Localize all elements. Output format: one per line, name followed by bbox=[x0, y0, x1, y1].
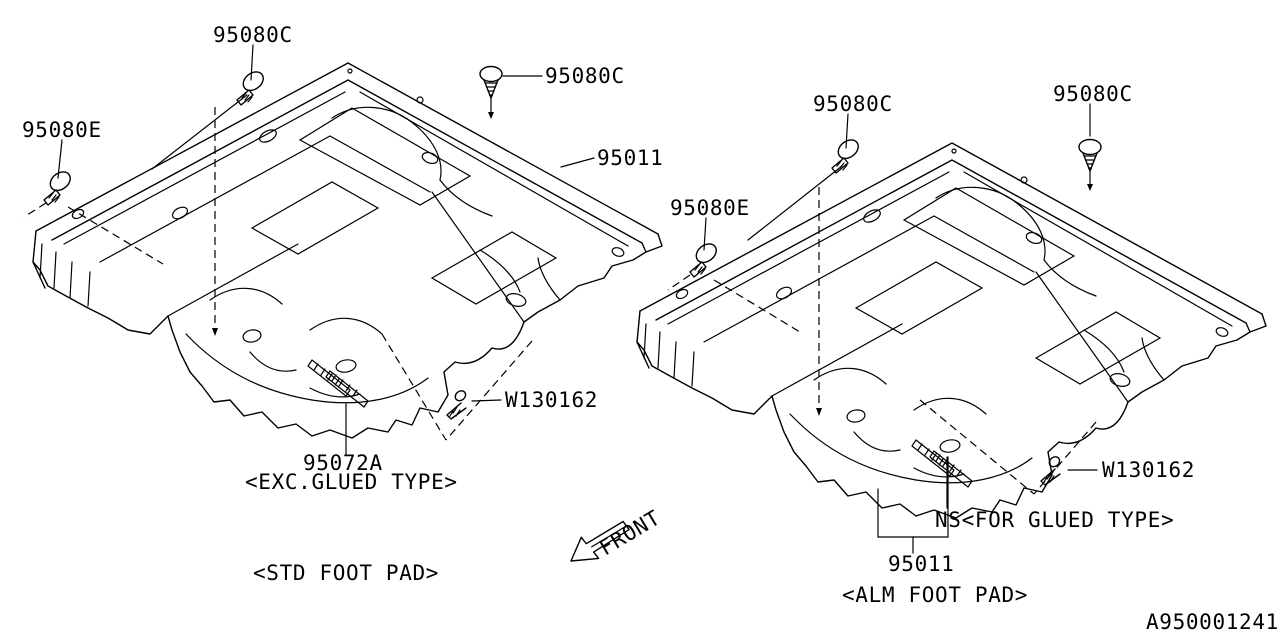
front-arrow-inner-line bbox=[591, 526, 625, 548]
leader-line bbox=[845, 113, 849, 149]
hidden-line bbox=[919, 399, 1097, 495]
part-note-for-glued: NS<FOR GLUED TYPE> bbox=[935, 508, 1174, 532]
leader-line bbox=[471, 399, 502, 402]
part-label-carpet: 95011 bbox=[888, 552, 954, 576]
leader-arrowhead bbox=[816, 408, 822, 416]
part-label-clip-upper-left: 95080C bbox=[813, 92, 893, 116]
part-label-screw: W130162 bbox=[1102, 458, 1195, 482]
part-label-clip-left: 95080E bbox=[670, 196, 750, 220]
part-label-hook: 95072A bbox=[303, 451, 383, 475]
view-caption-std-foot-pad: <STD FOOT PAD> bbox=[253, 561, 439, 585]
leader-line bbox=[57, 139, 63, 179]
floor-mat-drawing-left bbox=[32, 62, 663, 439]
part-label-carpet: 95011 bbox=[597, 146, 663, 170]
leader-arrowhead bbox=[488, 112, 494, 119]
leader-arrowhead bbox=[212, 328, 218, 336]
left-view-std-foot-pad: 95080C 95080C 95080E 95011 W130162 95072… bbox=[22, 23, 663, 585]
front-label: FRONT bbox=[595, 505, 664, 560]
right-view-alm-foot-pad: 95080C 95080C 95080E W130162 NS<FOR GLUE… bbox=[636, 82, 1267, 607]
front-direction-indicator: FRONT bbox=[570, 505, 665, 562]
part-label-clip-upper-right: 95080C bbox=[545, 64, 625, 88]
leader-line bbox=[560, 157, 595, 168]
tree-clip-icon bbox=[479, 65, 503, 99]
leader-line bbox=[703, 217, 707, 251]
hidden-line bbox=[381, 333, 533, 441]
leader-arrowhead bbox=[1087, 184, 1093, 191]
tree-clip-icon bbox=[1078, 138, 1102, 172]
view-caption-alm-foot-pad: <ALM FOOT PAD> bbox=[842, 583, 1028, 607]
drawing-number: A950001241 bbox=[1146, 610, 1279, 634]
part-label-screw: W130162 bbox=[505, 388, 598, 412]
part-label-clip-top-right: 95080C bbox=[1053, 82, 1133, 106]
attachment-line bbox=[747, 165, 843, 241]
tapping-screw-icon bbox=[446, 388, 469, 420]
hidden-line bbox=[667, 274, 801, 333]
part-note-exc-glued: <EXC.GLUED TYPE> bbox=[245, 470, 458, 494]
attachment-line bbox=[151, 94, 248, 170]
hidden-line bbox=[23, 202, 164, 265]
leader-line bbox=[250, 44, 254, 81]
part-label-clip-left: 95080E bbox=[22, 118, 102, 142]
part-label-clip-top: 95080C bbox=[213, 23, 293, 47]
push-clip-icon bbox=[689, 239, 721, 278]
front-direction-arrow-icon bbox=[570, 520, 630, 562]
